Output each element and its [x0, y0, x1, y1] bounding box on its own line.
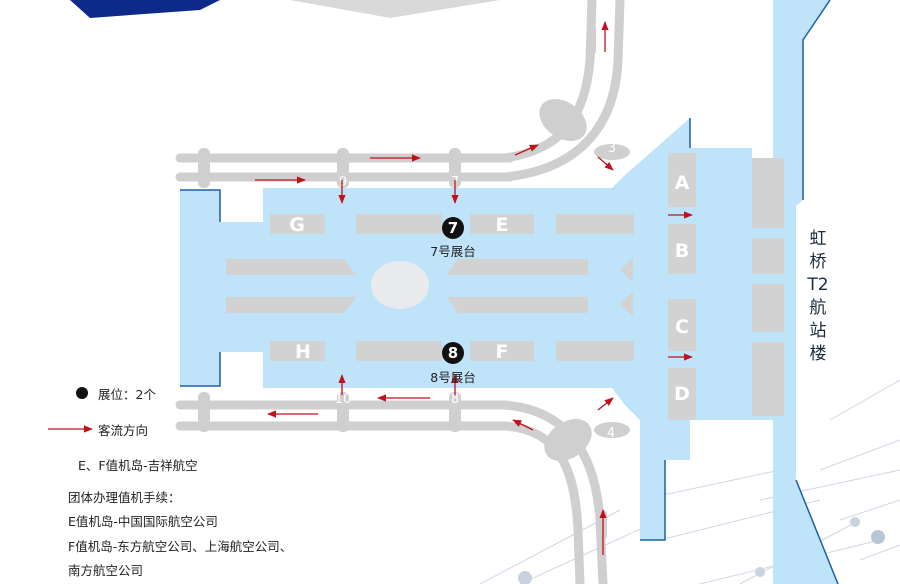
- counter-d: D: [674, 383, 690, 405]
- terminal-label: 虹 桥 T2 航 站 楼: [806, 228, 830, 366]
- counter-c: C: [675, 316, 689, 338]
- terminal-label-char: T2: [807, 275, 829, 295]
- legend-booth-text: 展位：2个: [98, 387, 156, 402]
- terminal-label-char: 航: [809, 298, 827, 318]
- gate-9: 9: [339, 175, 347, 190]
- gate-4: 4: [607, 426, 615, 441]
- counter-blocks: [226, 153, 784, 420]
- terminal-label-char: 站: [809, 321, 827, 341]
- gate-6: 6: [579, 400, 587, 415]
- terminal-t2-strip: [773, 0, 838, 584]
- booth-8-marker: [442, 342, 464, 364]
- gate-2: 2: [626, 522, 634, 537]
- note-group-title: 团体办理值机手续：: [68, 490, 181, 505]
- flow-arrows: [255, 21, 693, 555]
- top-banner-shape: [70, 0, 220, 18]
- booth-8-number: 8: [448, 344, 458, 362]
- gate-10: 10: [335, 392, 352, 407]
- gate-1: 1: [632, 38, 640, 53]
- legend-booth-dot: [76, 387, 88, 399]
- legend-flow-text: 客流方向: [98, 423, 149, 438]
- gate-3: 3: [608, 141, 616, 156]
- note-e-island: E值机岛-中国国际航空公司: [68, 514, 218, 529]
- gate-8: 8: [451, 392, 459, 407]
- hall-outline: [180, 189, 221, 387]
- gate-5: 5: [581, 163, 589, 178]
- counter-g: G: [289, 214, 305, 236]
- booth-7-number: 7: [448, 219, 458, 237]
- booth-7-label: 7号展台: [430, 244, 475, 259]
- counter-b: B: [675, 240, 689, 262]
- note-ef-island: E、F值机岛-吉祥航空: [78, 458, 198, 473]
- counter-e: E: [496, 214, 509, 236]
- terminal-label-char: 虹: [809, 229, 827, 249]
- counter-a: A: [675, 172, 690, 194]
- counter-h: H: [295, 341, 311, 363]
- central-feature: [371, 261, 429, 309]
- top-grey-shape: [290, 0, 500, 18]
- terminal-label-char: 桥: [809, 252, 827, 272]
- booth-8-label: 8号展台: [430, 370, 475, 385]
- note-f-island-line1: F值机岛-东方航空公司、上海航空公司、: [68, 539, 293, 554]
- counter-f: F: [496, 341, 509, 363]
- note-f-island-line2: 南方航空公司: [68, 563, 144, 578]
- terminal-label-char: 楼: [809, 344, 827, 364]
- booth-7-marker: [442, 217, 464, 239]
